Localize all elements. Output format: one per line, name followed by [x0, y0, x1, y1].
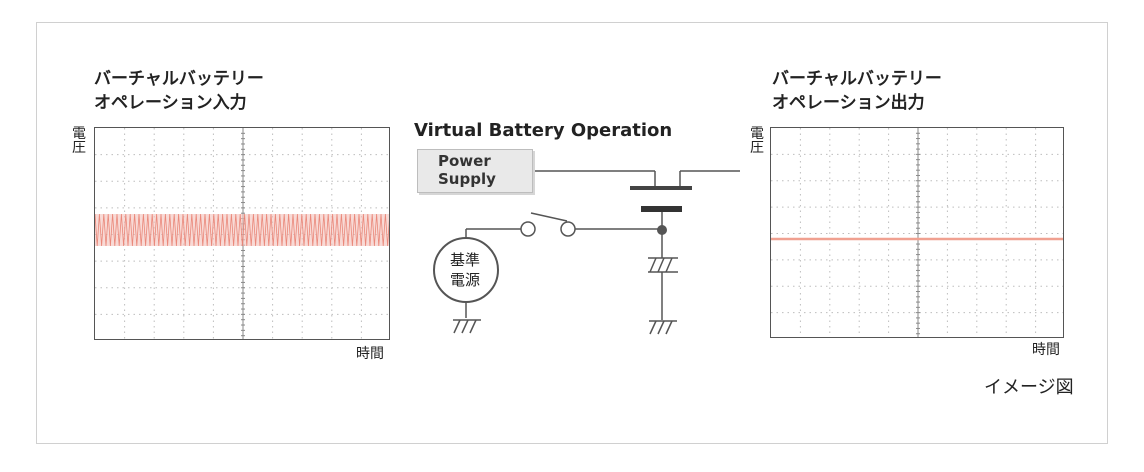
- right-y-axis-label: 電圧: [750, 126, 764, 156]
- circuit-title: Virtual Battery Operation: [414, 120, 673, 141]
- power-supply-label-line1: Power: [438, 152, 491, 170]
- input-signal-waveform: [95, 213, 389, 247]
- input-waveform-plot: [94, 127, 390, 340]
- power-supply-label-line2: Supply: [438, 170, 496, 188]
- image-caption: イメージ図: [984, 377, 1074, 398]
- figure-frame: [36, 22, 1108, 444]
- left-panel-title-line1: バーチャルバッテリー: [94, 69, 264, 89]
- right-panel-title-line1: バーチャルバッテリー: [772, 69, 942, 89]
- output-waveform-plot: [770, 127, 1064, 338]
- power-supply-box: Power Supply: [417, 149, 533, 193]
- left-y-axis-label: 電圧: [72, 126, 86, 156]
- reference-source-label-line2: 電源: [450, 271, 481, 289]
- right-x-axis-label: 時間: [1032, 342, 1060, 358]
- input-waveform-svg: [95, 128, 389, 339]
- left-panel-title-line2: オペレーション入力: [94, 93, 247, 113]
- left-x-axis-label: 時間: [356, 346, 384, 362]
- right-panel-title-line2: オペレーション出力: [772, 93, 925, 113]
- output-waveform-svg: [771, 128, 1063, 337]
- reference-source-label-line1: 基準: [450, 251, 481, 269]
